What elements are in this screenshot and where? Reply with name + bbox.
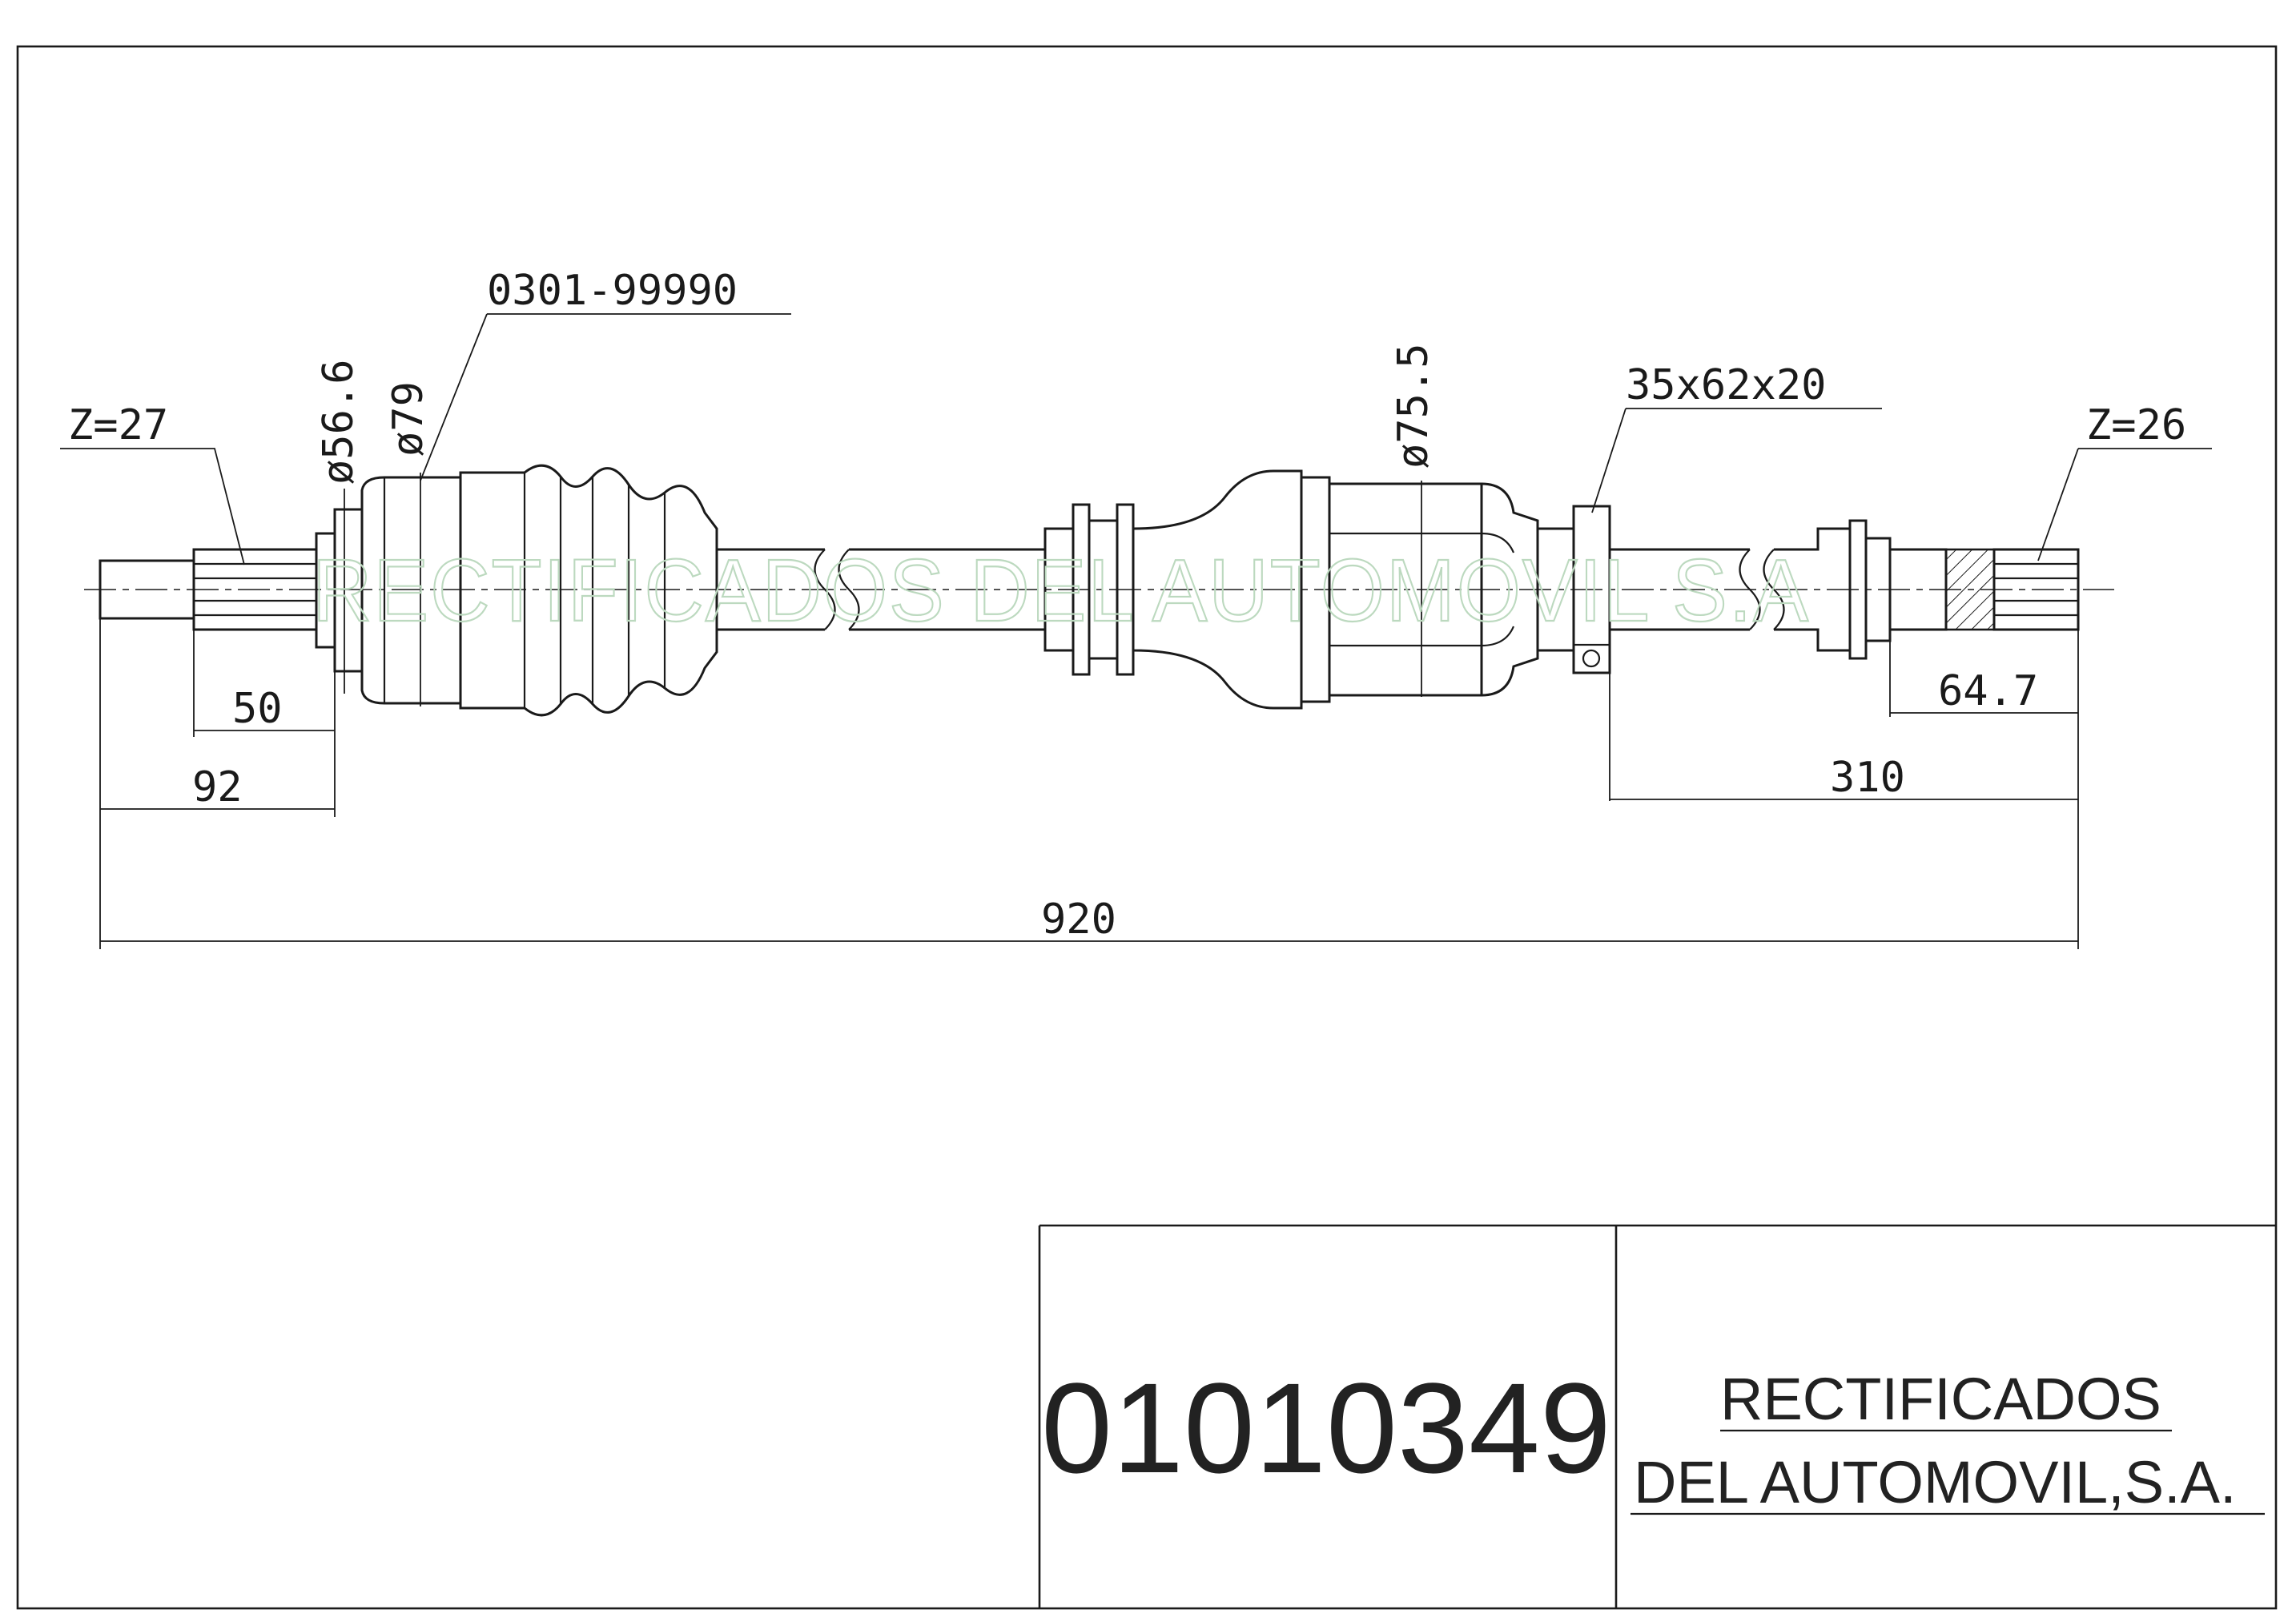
left-boot bbox=[459, 464, 718, 717]
left-spline-callout: Z=27 bbox=[68, 401, 168, 449]
company-line-1: RECTIFICADOS bbox=[1720, 1366, 2161, 1432]
dia-joint-callout: ø75.5 bbox=[1389, 343, 1438, 469]
right-spline-callout: Z=26 bbox=[2086, 401, 2186, 449]
leader-lines bbox=[60, 313, 2212, 565]
part-number: 01010349 bbox=[1041, 1356, 1611, 1499]
dimension-lines bbox=[99, 473, 2079, 949]
dimension-310: 310 bbox=[1830, 754, 1905, 802]
title-block: 01010349 RECTIFICADOS DEL AUTOMOVIL,S.A. bbox=[1038, 1224, 2276, 1608]
bearing-callout: 35x62x20 bbox=[1626, 361, 1826, 409]
dimension-50: 50 bbox=[232, 685, 283, 733]
watermark: RECTIFICADOS DEL AUTOMOVIL S.A bbox=[312, 541, 1810, 640]
boot-ref-callout: 0301-99990 bbox=[487, 267, 738, 315]
sheet-border bbox=[16, 45, 2278, 1610]
dimension-920: 920 bbox=[1041, 896, 1116, 944]
company-line-2: DEL AUTOMOVIL,S.A. bbox=[1634, 1449, 2237, 1515]
dimension-64-7: 64.7 bbox=[1938, 667, 2038, 715]
dia-inner-callout: ø56.6 bbox=[315, 359, 363, 485]
dimension-92: 92 bbox=[192, 763, 243, 811]
dia-outer-callout: ø79 bbox=[384, 381, 432, 457]
